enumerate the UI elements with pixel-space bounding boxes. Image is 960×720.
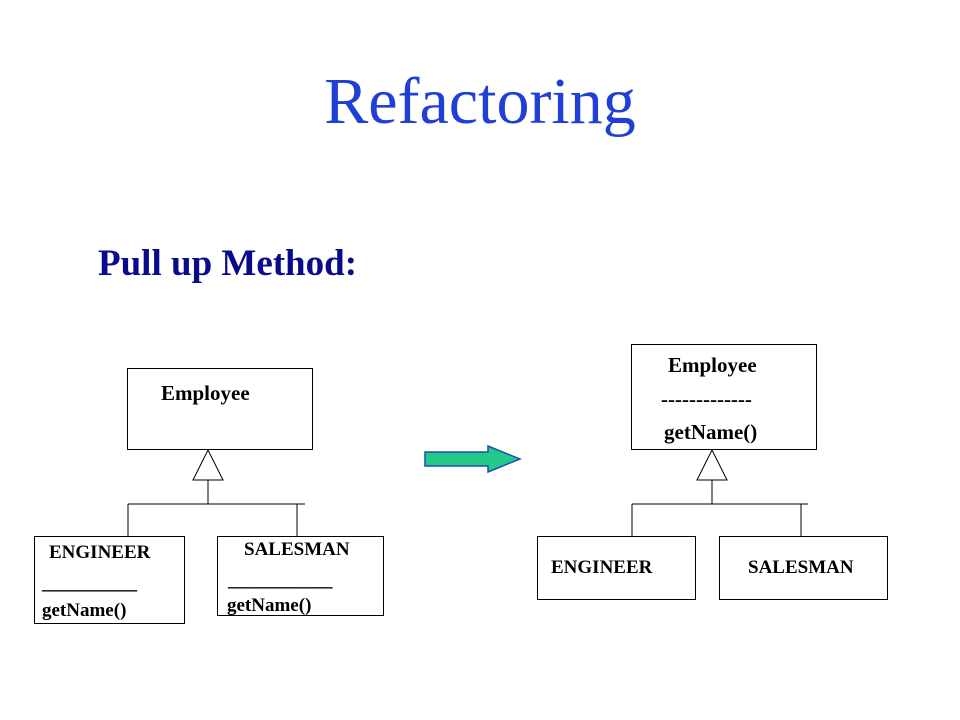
right-salesman-class: SALESMAN	[719, 536, 888, 600]
left-employee-name: Employee	[161, 381, 250, 405]
left-engineer-name: ENGINEER	[49, 542, 151, 563]
right-inheritance-triangle	[696, 448, 728, 481]
left-salesman-separator: ___________	[228, 570, 333, 591]
right-engineer-name: ENGINEER	[551, 557, 653, 578]
slide-title: Refactoring	[324, 65, 636, 138]
left-salesman-name: SALESMAN	[244, 539, 350, 560]
right-employee-name: Employee	[668, 353, 757, 377]
left-employee-class: Employee	[127, 368, 313, 450]
right-employee-class: Employee ------------- getName()	[631, 344, 817, 450]
left-inheritance-triangle	[192, 448, 224, 481]
left-engineer-class: ENGINEER __________ getName()	[34, 536, 185, 624]
left-engineer-method: getName()	[42, 600, 127, 621]
left-salesman-method: getName()	[227, 595, 312, 616]
slide-subtitle: Pull up Method:	[98, 243, 358, 284]
left-engineer-separator: __________	[42, 573, 137, 594]
right-employee-separator: -------------	[661, 387, 752, 411]
right-engineer-class: ENGINEER	[537, 536, 696, 600]
refactor-arrow-icon	[424, 444, 522, 474]
right-salesman-name: SALESMAN	[748, 557, 854, 578]
left-salesman-class: SALESMAN ___________ getName()	[217, 536, 384, 616]
right-employee-method: getName()	[664, 420, 758, 444]
